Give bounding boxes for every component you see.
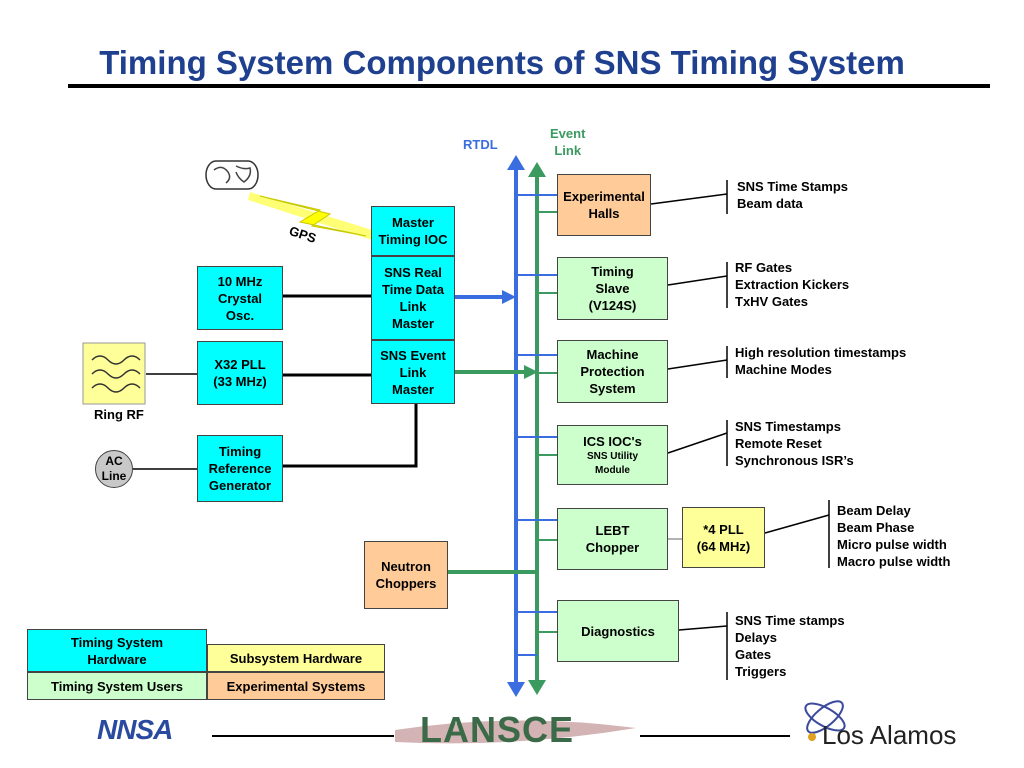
timing-slave: Timing Slave (V124S) <box>557 257 668 320</box>
timing-reference-generator: Timing Reference Generator <box>197 435 283 502</box>
master-timing-ioc: Master Timing IOC <box>371 206 455 256</box>
legend-subsystem-hardware: Subsystem Hardware <box>207 644 385 672</box>
nnsa-logo-text: NNSA <box>97 714 173 745</box>
legend-experimental-systems: Experimental Systems <box>207 672 385 700</box>
event-link-bus-arrow-bottom <box>528 680 546 695</box>
event-link-label: Event Link <box>550 126 586 158</box>
timing-slave-outputs: RF Gates Extraction Kickers TxHV Gates <box>735 260 850 309</box>
legend-timing-users: Timing System Users <box>27 672 207 700</box>
ring-rf-label: Ring RF <box>94 407 144 422</box>
neutron-choppers: Neutron Choppers <box>364 541 448 609</box>
event-link-bus-arrow-top <box>528 162 546 177</box>
lansce-swoosh <box>395 720 636 744</box>
event-link-master: SNS Event Link Master <box>371 340 455 404</box>
ac-line-node: AC Line <box>95 450 133 488</box>
rtdl-bus-arrow-bottom <box>507 682 525 697</box>
mps-outputs: High resolution timestamps Machine Modes <box>735 345 907 377</box>
ring-rf-filter-icon <box>82 342 146 405</box>
ics-outputs: SNS Timestamps Remote Reset Synchronous … <box>735 419 854 468</box>
ics-ioc-title: ICS IOC's <box>583 433 642 449</box>
gps-lightning-icon <box>259 195 367 237</box>
machine-protection-system: Machine Protection System <box>557 340 668 403</box>
title-underline <box>68 84 990 88</box>
rtdl-label: RTDL <box>463 137 498 152</box>
globe-icon <box>205 160 259 190</box>
pll-4x: *4 PLL (64 MHz) <box>682 507 765 568</box>
exp-halls-outputs: SNS Time Stamps Beam data <box>737 179 849 211</box>
page-title: Timing System Components of SNS Timing S… <box>99 44 905 81</box>
diagnostics: Diagnostics <box>557 600 679 662</box>
crystal-oscillator: 10 MHz Crystal Osc. <box>197 266 283 330</box>
experimental-halls: Experimental Halls <box>557 174 651 236</box>
rtdl-master: SNS Real Time Data Link Master <box>371 256 455 340</box>
rtdl-bus-arrow-top <box>507 155 525 170</box>
legend-timing-hardware: Timing System Hardware <box>27 629 207 672</box>
los-alamos-atom-icon <box>804 700 846 734</box>
ics-ioc: ICS IOC's SNS Utility Module <box>557 425 668 485</box>
x32-pll: X32 PLL (33 MHz) <box>197 341 283 405</box>
ics-ioc-subtitle: SNS Utility Module <box>586 450 639 476</box>
lebt-chopper: LEBT Chopper <box>557 508 668 570</box>
diagnostics-outputs: SNS Time stamps Delays Gates Triggers <box>735 613 845 679</box>
nnsa-logo: NNSA <box>97 714 173 746</box>
los-alamos-logo: Los Alamos <box>822 720 957 750</box>
lansce-logo: LANSCE <box>420 709 575 750</box>
lebt-outputs: Beam Delay Beam Phase Micro pulse width … <box>837 503 951 569</box>
